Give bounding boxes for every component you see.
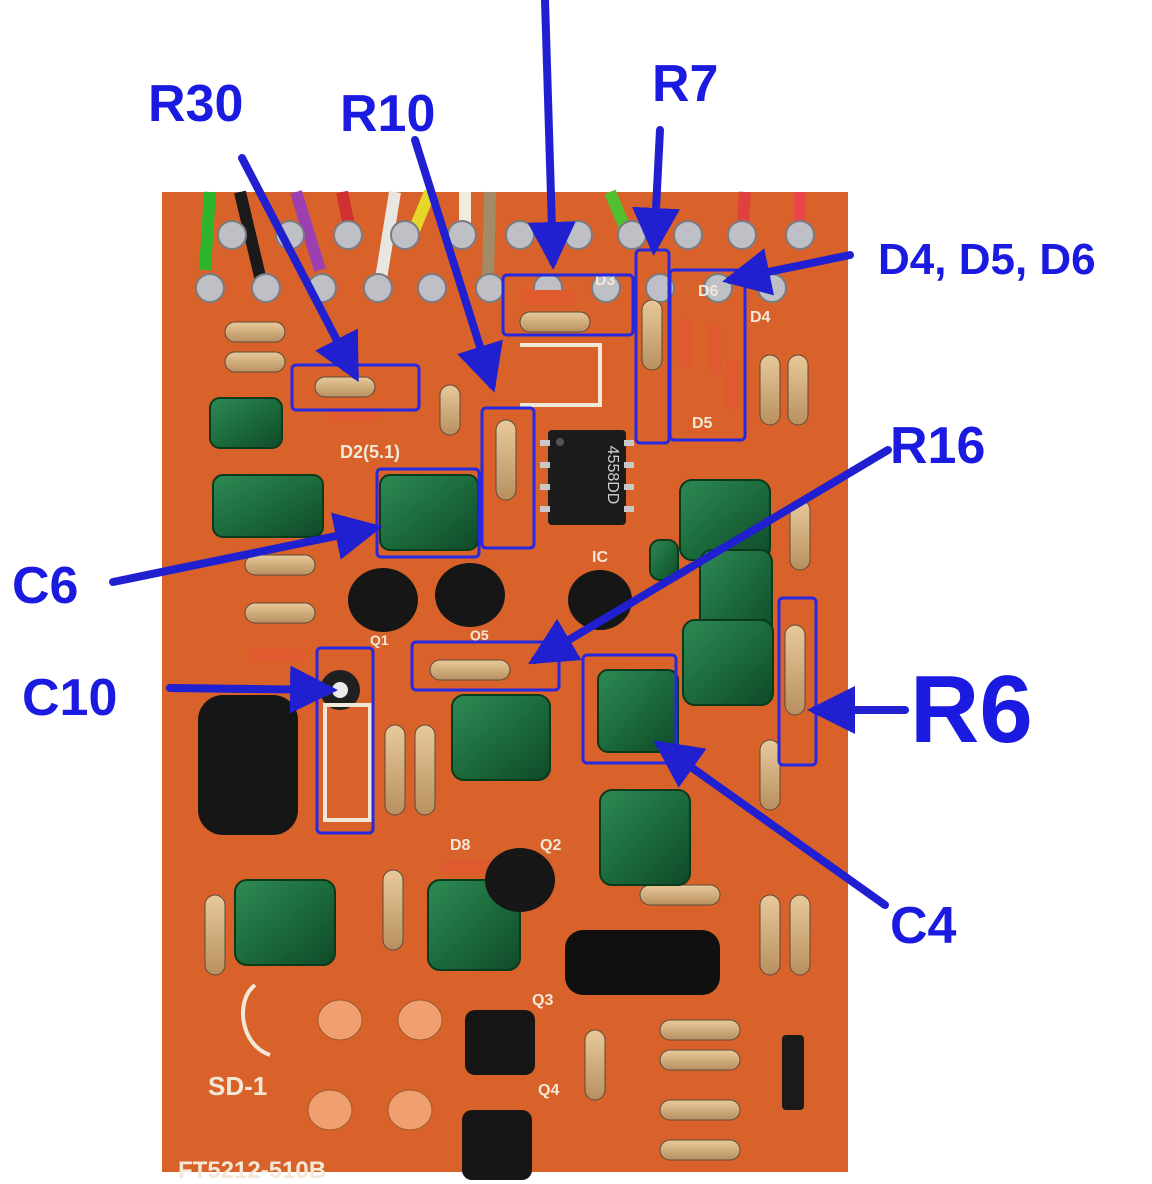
d2-label: D2(5.1) xyxy=(340,442,400,462)
q1-label: Q1 xyxy=(370,632,389,648)
callout-r6: R6 xyxy=(910,656,1033,763)
callout-d4-d5-d6: D4, D5, D6 xyxy=(878,235,1096,284)
electrolytic-capacitors xyxy=(198,670,720,995)
diodes xyxy=(250,290,804,1110)
callout-r10: R10 xyxy=(340,85,436,143)
tantalum-capacitors xyxy=(307,999,443,1131)
ic-label: IC xyxy=(592,549,608,566)
d8-label: D8 xyxy=(450,837,471,854)
ic-marking-1: 4558DD xyxy=(604,446,621,505)
board-name-label: SD-1 xyxy=(208,1071,267,1101)
q3-label: Q3 xyxy=(532,992,553,1009)
callout-r30: R30 xyxy=(148,75,244,133)
callout-r7: R7 xyxy=(652,55,719,113)
part-number-label: FT5212-510B xyxy=(178,1157,326,1184)
d6-label: D6 xyxy=(698,283,719,300)
ic-pins xyxy=(540,440,634,512)
q2-label: Q2 xyxy=(540,837,561,854)
resistors xyxy=(204,299,811,1161)
callout-c6: C6 xyxy=(12,557,79,615)
q5-label: Q5 xyxy=(470,627,489,643)
d5-label: D5 xyxy=(692,415,713,432)
callout-c4: C4 xyxy=(890,897,957,955)
film-capacitors xyxy=(209,397,774,971)
silkscreen-outlines xyxy=(241,343,602,1057)
d4-label: D4 xyxy=(750,309,771,326)
annotation-arrows xyxy=(109,0,909,909)
callout-c10: C10 xyxy=(22,669,118,727)
transistors xyxy=(348,563,632,1180)
ic-4558 xyxy=(548,430,626,525)
q4-label: Q4 xyxy=(538,1082,559,1099)
solder-pads xyxy=(195,220,815,303)
callout-r16: R16 xyxy=(890,417,986,475)
